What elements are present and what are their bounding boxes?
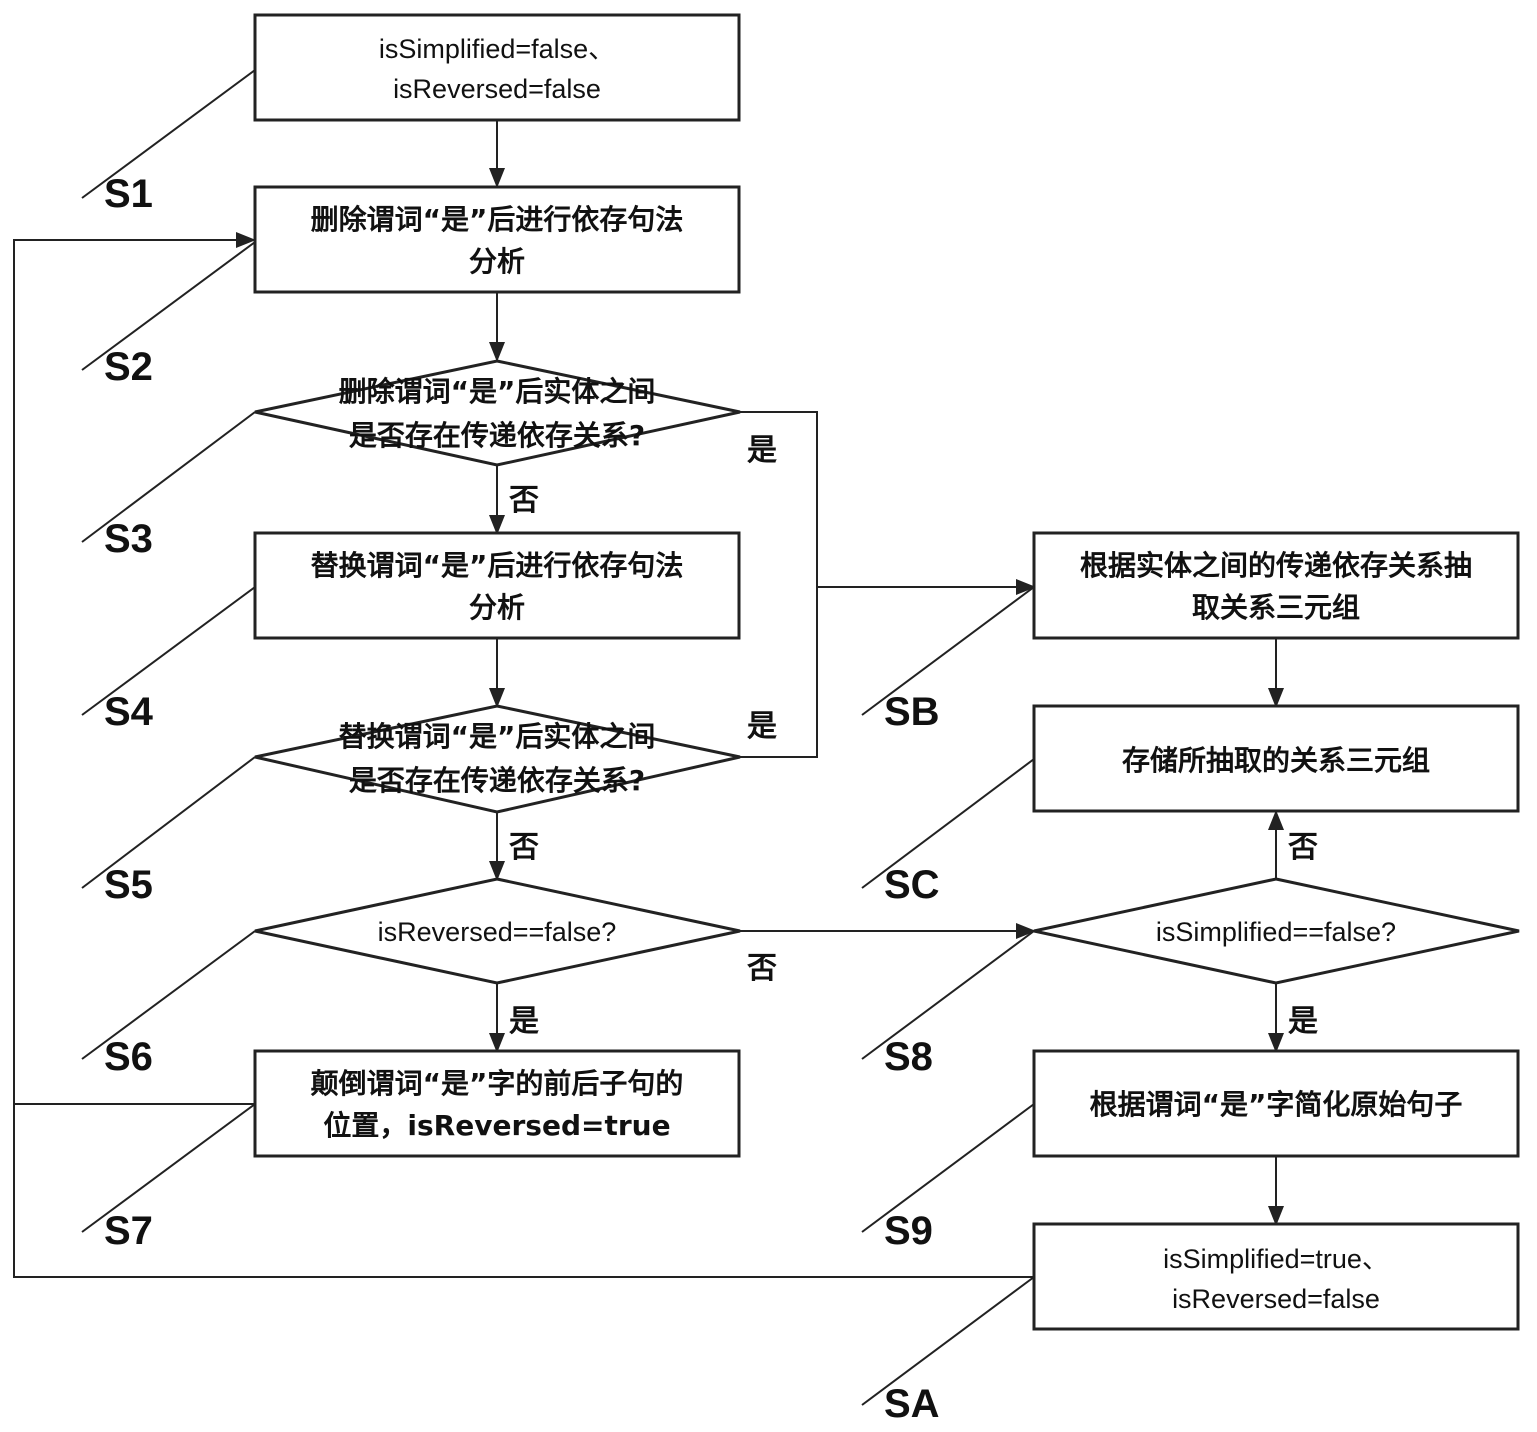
node-s5-line2: 是否存在传递依存关系? bbox=[349, 764, 645, 797]
node-s4-box bbox=[253, 531, 741, 640]
node-s3-line2: 是否存在传递依存关系? bbox=[349, 419, 645, 452]
step-label-s9: S9 bbox=[884, 1209, 933, 1253]
node-s8-line1: isSimplified==false? bbox=[1156, 917, 1396, 947]
node-sa-box bbox=[1032, 1222, 1520, 1331]
branch-label-s5-yes: 是 bbox=[747, 709, 777, 744]
step-label-sa: SA bbox=[884, 1382, 940, 1426]
node-s1-line2: isReversed=false bbox=[393, 74, 601, 104]
leader-s6 bbox=[81, 930, 256, 1060]
node-s6-line1: isReversed==false? bbox=[378, 917, 617, 947]
node-s5-line1: 替换谓词“是”后实体之间 bbox=[339, 720, 656, 753]
node-sa-line2: isReversed=false bbox=[1172, 1284, 1380, 1314]
branch-label-s5-no: 否 bbox=[509, 830, 539, 865]
node-s7-line1: 颠倒谓词“是”字的前后子句的 bbox=[311, 1067, 684, 1100]
branch-label-s3-no: 否 bbox=[509, 483, 539, 518]
branch-labels: 是 否 是 否 否 是 否 是 bbox=[509, 433, 1318, 1039]
node-s6-diamond bbox=[254, 877, 741, 985]
leader-s2 bbox=[81, 241, 256, 371]
node-s5-diamond bbox=[254, 704, 741, 814]
step-label-s4: S4 bbox=[104, 690, 154, 734]
leader-sc bbox=[861, 758, 1035, 889]
step-labels: S1 S2 S3 S4 S5 S6 S7 SB SC S8 S9 SA bbox=[104, 172, 940, 1426]
node-sc-line1: 存储所抽取的关系三元组 bbox=[1122, 744, 1430, 777]
node-sb-box bbox=[1032, 531, 1520, 640]
branch-label-s8-no: 否 bbox=[1288, 830, 1318, 865]
node-s4-line1: 替换谓词“是”后进行依存句法 bbox=[311, 549, 684, 582]
step-label-s3: S3 bbox=[104, 517, 153, 561]
step-label-s8: S8 bbox=[884, 1035, 933, 1079]
step-label-s7: S7 bbox=[104, 1209, 153, 1253]
step-label-sb: SB bbox=[884, 690, 940, 734]
node-sb-line2: 取关系三元组 bbox=[1192, 591, 1360, 624]
leader-s4 bbox=[81, 586, 256, 716]
step-leaders bbox=[81, 69, 1035, 1406]
node-s3-diamond bbox=[254, 359, 741, 467]
branch-label-s6-no: 否 bbox=[747, 951, 777, 986]
branch-label-s8-yes: 是 bbox=[1288, 1004, 1318, 1039]
branch-label-s6-yes: 是 bbox=[509, 1004, 539, 1039]
leader-s3 bbox=[81, 411, 256, 543]
node-s7-box bbox=[253, 1049, 741, 1158]
leader-sb bbox=[861, 586, 1035, 716]
node-sb-line1: 根据实体之间的传递依存关系抽 bbox=[1080, 549, 1472, 582]
arrow-s3-yes-to-sb bbox=[740, 411, 1036, 595]
node-sc-box bbox=[1032, 704, 1520, 813]
branch-label-s3-yes: 是 bbox=[747, 433, 777, 468]
leader-s5 bbox=[81, 756, 256, 889]
arrow-sa-loop bbox=[13, 1104, 1034, 1278]
step-label-s5: S5 bbox=[104, 863, 153, 907]
node-s7-line2: 位置，isReversed=true bbox=[323, 1109, 670, 1142]
leader-s9 bbox=[861, 1103, 1035, 1233]
step-label-s1: S1 bbox=[104, 172, 153, 216]
node-s9-box bbox=[1032, 1049, 1520, 1158]
arrow-s5-yes-merge bbox=[740, 587, 818, 758]
node-s1-line1: isSimplified=false、 bbox=[379, 34, 615, 64]
node-sa-line1: isSimplified=true、 bbox=[1163, 1244, 1389, 1274]
step-label-s2: S2 bbox=[104, 345, 153, 389]
node-s1-box bbox=[253, 13, 741, 122]
leader-s1 bbox=[81, 69, 256, 199]
node-s4-line2: 分析 bbox=[469, 591, 525, 624]
leader-sa bbox=[861, 1276, 1035, 1406]
node-s2-line2: 分析 bbox=[469, 245, 525, 278]
node-s3-line1: 删除谓词“是”后实体之间 bbox=[339, 375, 656, 408]
step-label-sc: SC bbox=[884, 863, 940, 907]
node-s8-diamond bbox=[1033, 877, 1520, 985]
shapes bbox=[253, 13, 1520, 1331]
leader-s7 bbox=[81, 1103, 256, 1233]
node-s2-box bbox=[253, 185, 741, 294]
connectors bbox=[13, 120, 1284, 1278]
arrow-s7-loop-to-s2 bbox=[13, 232, 256, 1105]
node-s9-line1: 根据谓词“是”字简化原始句子 bbox=[1090, 1088, 1463, 1121]
leader-s8 bbox=[861, 930, 1035, 1060]
node-texts: isSimplified=false、 isReversed=false 删除谓… bbox=[311, 34, 1472, 1314]
node-s2-line1: 删除谓词“是”后进行依存句法 bbox=[311, 203, 684, 236]
step-label-s6: S6 bbox=[104, 1035, 153, 1079]
